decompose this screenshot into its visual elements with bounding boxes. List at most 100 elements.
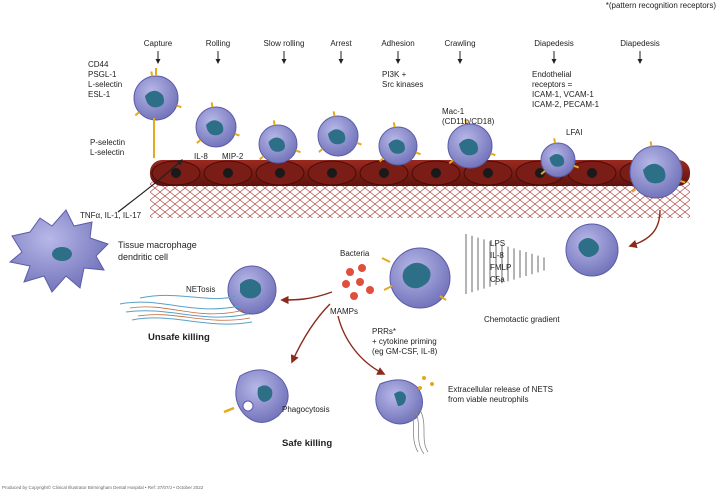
label-viable: from viable neutrophils [448, 395, 528, 404]
label-phagocytosis: Phagocytosis [282, 405, 330, 414]
blood-vessel [150, 160, 690, 186]
release-arrow [337, 315, 386, 375]
label-pselectin: P-selectin [90, 138, 125, 147]
label-il8: IL-8 [194, 152, 208, 161]
receptor [134, 111, 140, 117]
neutrophil-nucleus [145, 90, 165, 108]
receptor [318, 148, 324, 153]
label-dendritic: dendritic cell [118, 252, 168, 262]
receptor [150, 71, 154, 77]
label-pi3k: PI3K + [382, 70, 407, 79]
stage-label-8: Diapedesis [620, 39, 660, 48]
neutrophil-nucleus [549, 153, 565, 167]
receptor [631, 187, 637, 193]
receptor [680, 179, 686, 184]
stage-label-5: Adhesion [381, 39, 414, 48]
netosis-neutrophil [119, 265, 277, 325]
receptor [210, 102, 214, 108]
receptor [356, 141, 362, 146]
chemotactic-gradient [465, 234, 545, 294]
label-lfa: LFAI [566, 128, 582, 137]
stage-label-2: Rolling [206, 39, 230, 48]
receptor [234, 132, 240, 137]
label-bacteria: Bacteria [340, 249, 370, 258]
header-note: *(pattern recognition receptors) [606, 1, 717, 10]
receptor [553, 138, 557, 144]
stage-label-6: Crawling [444, 39, 475, 48]
receptor [272, 120, 276, 126]
label-mip2: MIP-2 [222, 152, 244, 161]
endothelial-nucleus [171, 168, 181, 178]
receptor [540, 170, 546, 175]
endothelial-nucleus [587, 168, 597, 178]
label-unsafe-killing: Unsafe killing [148, 332, 210, 343]
endothelial-nucleus [535, 168, 545, 178]
neutrophil-nucleus [459, 138, 479, 156]
receptor [490, 152, 496, 157]
label-cytokine-priming: + cytokine priming [372, 337, 437, 346]
label-mamps: MAMPs [330, 307, 358, 316]
label-extracellular: Extracellular release of NETS [448, 385, 553, 394]
label-cd44: CD44 [88, 60, 109, 69]
receptor [464, 119, 468, 125]
phagocytosis-arrow [290, 303, 331, 364]
label-fmlp: FMLP [490, 263, 511, 272]
receptor [196, 139, 202, 144]
receptor [448, 159, 454, 165]
neutrophil-nucleus [388, 139, 405, 154]
label-icam2: ICAM-2, PECAM-1 [532, 100, 600, 109]
viable-net-neutrophil [375, 376, 434, 455]
label-gm-csf: (eg GM-CSF, IL-8) [372, 347, 438, 356]
receptor [415, 151, 421, 156]
basement-membrane [150, 182, 690, 218]
label-il8-b: IL-8 [490, 251, 504, 260]
endothelial-nucleus [483, 168, 493, 178]
signal-arrow [117, 159, 183, 213]
endothelial-nucleus [275, 168, 285, 178]
endothelial-nucleus [431, 168, 441, 178]
label-lselectin: L-selectin [88, 80, 122, 89]
footer-credit: Produced by Copyright© Clinical Illustra… [2, 484, 204, 490]
phagocytosis-neutrophil [223, 369, 289, 423]
label-icam1: ICAM-1, VCAM-1 [532, 90, 594, 99]
label-endothelial: Endothelial [532, 70, 572, 79]
neutrophil-nucleus [328, 129, 346, 145]
label-cd11b: (CD11b/CD18) [442, 117, 495, 126]
label-receptors: receptors = [532, 80, 573, 89]
label-tnf: TNFα, IL-1, IL-17 [80, 211, 142, 220]
neutrophil-nucleus [268, 137, 285, 152]
receptor [573, 164, 580, 169]
label-psgl1: PSGL-1 [88, 70, 117, 79]
label-macrophage: Tissue macrophage [118, 240, 197, 250]
label-netosis: NETosis [186, 285, 215, 294]
stage-label-1: Capture [144, 39, 173, 48]
label-mac1: Mac-1 [442, 107, 465, 116]
receptor [649, 141, 653, 147]
netosis-arrow [280, 291, 333, 305]
label-c5a: C5a [490, 275, 505, 284]
stage-label-3: Slow rolling [264, 39, 305, 48]
receptor [392, 122, 396, 128]
neutrophil-sequence [133, 68, 686, 199]
bacteria-cluster [342, 264, 374, 300]
label-esl1: ESL-1 [88, 90, 111, 99]
label-lps: LPS [490, 239, 505, 248]
endothelial-nucleus [379, 168, 389, 178]
migration-arrow [628, 209, 661, 249]
label-safe-killing: Safe killing [282, 438, 332, 449]
label-lselectin-2: L-selectin [90, 148, 124, 157]
stage-label-7: Diapedesis [534, 39, 574, 48]
primed-neutrophil [381, 247, 451, 309]
receptor [378, 157, 385, 163]
receptor [258, 155, 265, 161]
neutrophil-nucleus [206, 120, 224, 136]
label-prrs: PRRs* [372, 327, 396, 336]
endothelial-nucleus [223, 168, 233, 178]
endothelial-nucleus [327, 168, 337, 178]
receptor [176, 104, 182, 109]
receptor [295, 149, 301, 154]
receptor [332, 111, 336, 117]
label-chemotactic: Chemotactic gradient [484, 315, 560, 324]
